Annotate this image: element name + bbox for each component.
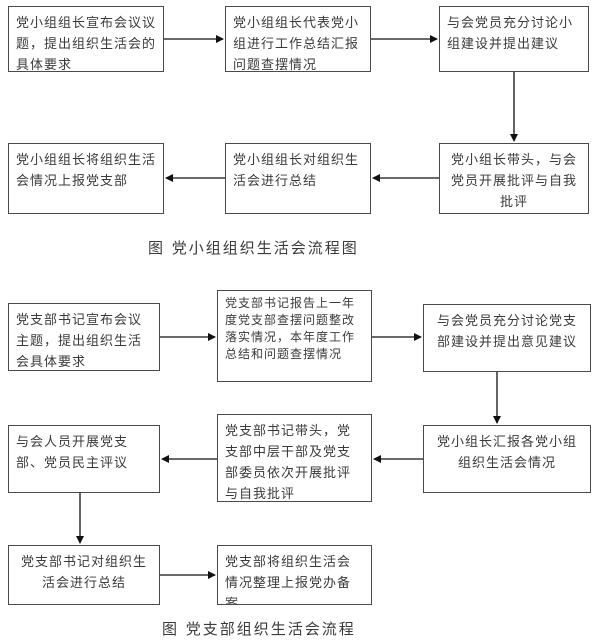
group-step-5: 党小组组长对组织生活会进行总结 bbox=[225, 143, 371, 214]
branch-step-6: 与会人员开展党支部、党员民主评议 bbox=[8, 425, 160, 493]
branch-step-3: 与会党员充分讨论党支部建设并提出意见建议 bbox=[423, 304, 591, 372]
branch-step-7: 党支部书记对组织生活会进行总结 bbox=[8, 545, 160, 605]
group-step-4: 党小组长带头，与会党员开展批评与自我批评 bbox=[439, 143, 589, 214]
branch-step-8: 党支部将组织生活会情况整理上报党办备案 bbox=[217, 545, 372, 605]
group-step-2: 党小组组长代表党小组进行工作总结汇报问题查摆情况 bbox=[225, 6, 371, 72]
group-flow-caption: 图 党小组组织生活会流程图 bbox=[148, 239, 359, 257]
branch-step-4: 党小组长汇报各党小组组织生活会情况 bbox=[423, 425, 591, 493]
group-step-3: 与会党员充分讨论小组建设并提出建议 bbox=[439, 6, 589, 72]
branch-step-2: 党支部书记报告上一年度党支部查摆问题整改落实情况，本年度工作总结和问题查摆情况 bbox=[217, 290, 372, 382]
group-step-6: 党小组组长将组织生活会情况上报党支部 bbox=[8, 143, 164, 214]
branch-step-5: 党支部书记带头，党支部中层干部及党支部委员依次开展批评与自我批评 bbox=[217, 414, 372, 502]
group-step-1: 党小组组长宣布会议议题，提出组织生活会的具体要求 bbox=[8, 6, 164, 72]
branch-flow-caption: 图 党支部组织生活会流程 bbox=[162, 620, 356, 638]
branch-step-1: 党支部书记宣布会议主题，提出组织生活会具体要求 bbox=[8, 303, 160, 371]
